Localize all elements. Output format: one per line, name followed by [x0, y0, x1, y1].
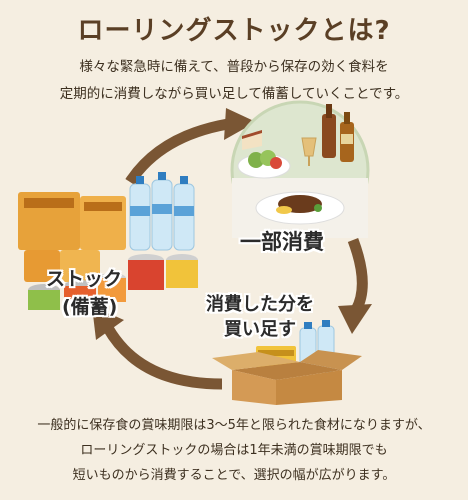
arrow-heads: [92, 108, 372, 340]
arrowhead-left-icon: [92, 306, 124, 340]
meal-table-illustration: [230, 100, 370, 240]
rolling-stock-cycle-diagram: [18, 100, 372, 405]
stockpile-illustration: [18, 172, 198, 310]
consume-label: 一部消費: [240, 230, 324, 254]
stock-sub-label: (備蓄): [62, 296, 118, 318]
intro-text: 様々な緊急時に備えて、普段から保存の効く食料を 定期的に消費しながら買い足して備…: [0, 54, 468, 108]
replenish-line: 買い足す: [224, 319, 296, 340]
grocery-box-illustration: [212, 320, 362, 405]
arrowhead-top-icon: [224, 108, 256, 140]
arrowhead-right-icon: [338, 304, 372, 334]
intro-line: 様々な緊急時に備えて、普段から保存の効く食料を: [79, 59, 389, 75]
replenish-label: 消費した分を 買い足す: [206, 292, 314, 342]
footer-line: 短いものから消費することで、選択の幅が広がります。: [72, 468, 396, 483]
stock-label: ストック: [46, 268, 123, 290]
arrow-replenish-to-stock: [103, 325, 223, 390]
page-title: ローリングストックとは?: [77, 16, 391, 46]
intro-line: 定期的に消費しながら買い足して備蓄していくことです。: [59, 86, 409, 102]
footer-line: 一般的に保存食の賞味期限は3〜5年と限られた食材になりますが、: [37, 418, 431, 433]
footer-text: 一般的に保存食の賞味期限は3〜5年と限られた食材になりますが、 ローリングストッ…: [0, 413, 468, 488]
footer-line: ローリングストックの場合は1年未満の賞味期限でも: [80, 443, 388, 458]
arrow-consume-to-replenish: [347, 238, 368, 313]
replenish-line: 消費した分を: [206, 294, 314, 315]
arrow-stock-to-consume: [125, 118, 229, 186]
